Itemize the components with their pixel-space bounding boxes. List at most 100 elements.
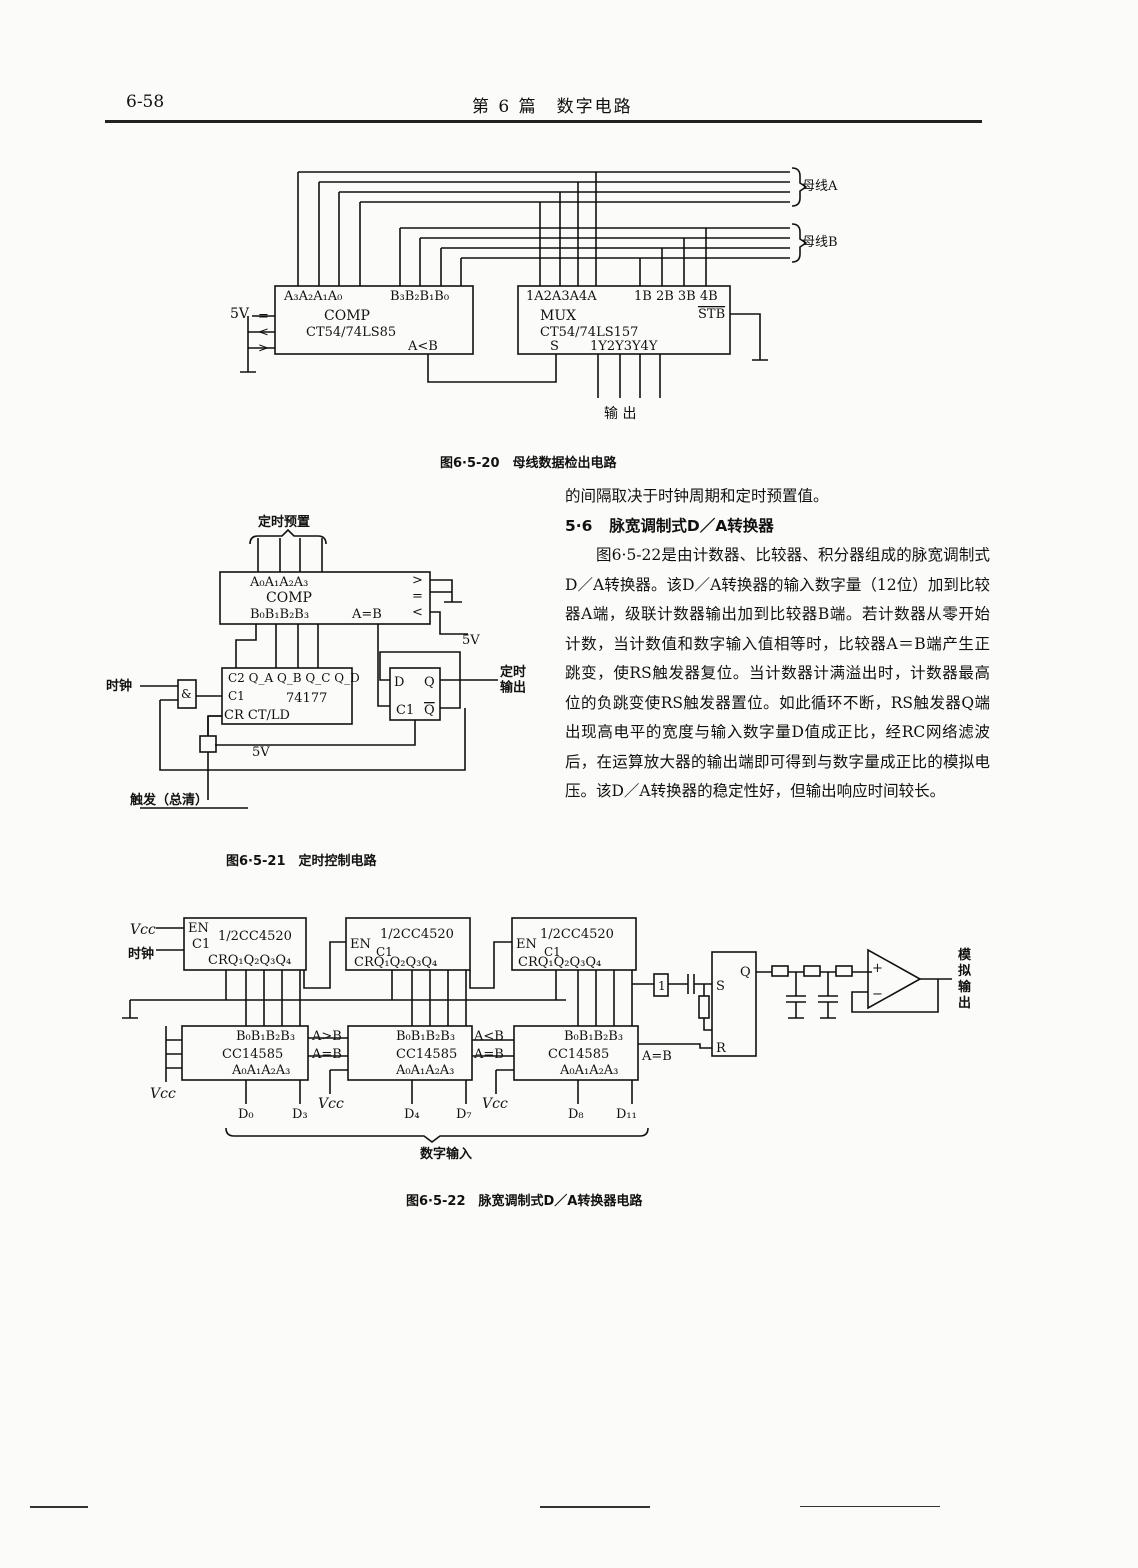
mux-name: MUX: [540, 308, 576, 324]
mux-ls157-box: [517, 285, 731, 355]
comp-output-label: A<B: [407, 339, 438, 354]
preset-label: 定时预置: [257, 514, 310, 530]
vcc-label-2: Vcc: [318, 1096, 344, 1112]
body-text: 的间隔取决于时钟周期和定时预置值。 5·6 脉宽调制式D／A转换器 图6·5-2…: [565, 482, 990, 807]
fig21-voltage-top: 5V: [462, 633, 480, 648]
comp-ls85-box: [274, 285, 474, 355]
counter-3-part: 1/2CC4520: [540, 927, 614, 942]
fig20-voltage-label: 5V: [230, 306, 250, 322]
mux-b-inputs: 1B 2B 3B 4B: [634, 289, 718, 304]
comparator-1-box: [181, 1025, 309, 1081]
rs-r-pin: R: [716, 1041, 727, 1056]
counter-1-c1: C1: [192, 937, 210, 952]
comparator-1-b: B₀B₁B₂B₃: [236, 1029, 295, 1044]
fig21-output-label: 定时输出: [499, 664, 526, 696]
counter-2-en: EN: [350, 937, 371, 952]
counter-2-box: [345, 917, 471, 971]
ff-qbar-pin: Q: [424, 703, 435, 718]
input-d8: D₈: [568, 1107, 584, 1122]
amp-minus: −: [872, 987, 883, 1002]
input-d11: D₁₁: [616, 1107, 637, 1122]
mux-select-pin: S: [550, 339, 559, 354]
bus-b-label: 母线B: [802, 235, 838, 250]
comp-part: CT54/74LS85: [306, 325, 396, 340]
figure-21-caption: 图6·5-21 定时控制电路: [226, 854, 377, 869]
counter-1-outputs: CRQ₁Q₂Q₃Q₄: [208, 953, 291, 968]
fig21-comp-b-inputs: B₀B₁B₂B₃: [250, 607, 309, 622]
ff-c1-pin: C1: [396, 703, 414, 718]
buffer-box: [653, 973, 669, 997]
comparator-1-gt: A>B: [311, 1029, 342, 1044]
footer-mark-center: [540, 1506, 650, 1508]
figure-20-caption: 图6·5-20 母线数据检出电路: [440, 456, 617, 471]
counter-part: 74177: [286, 691, 327, 706]
comparator-3-part: CC14585: [548, 1047, 609, 1062]
footer-mark-right: [800, 1506, 940, 1507]
fig21-comp-name: COMP: [266, 590, 312, 606]
comparator-1-a: A₀A₁A₂A₃: [231, 1063, 290, 1078]
bus-a-label: 母线A: [802, 179, 838, 194]
buffer-symbol: 1: [658, 979, 666, 993]
analog-output-label: 模拟输出: [958, 948, 972, 1011]
comp-eq-pin: =: [258, 309, 269, 324]
input-d4: D₄: [404, 1107, 420, 1122]
page-header-title: 第 6 篇 数字电路: [472, 97, 633, 117]
ff-q-pin: Q: [424, 675, 435, 690]
header-rule: [105, 120, 982, 123]
and-gate-box: [177, 679, 197, 709]
mux-a-inputs: 1A2A3A4A: [526, 289, 597, 304]
counter-3-box: [511, 917, 637, 971]
counter-2-part: 1/2CC4520: [380, 927, 454, 942]
fig21-clock-label: 时钟: [106, 678, 132, 694]
comp-lt-pin: <: [258, 325, 269, 340]
fig22-clock-label: 时钟: [128, 946, 154, 962]
fig21-comp-gt-pin: >: [412, 573, 423, 588]
counter-top-pins: C2 Q_A Q_B Q_C Q_D: [228, 671, 360, 685]
continued-line: 的间隔取决于时钟周期和定时预置值。: [565, 487, 829, 505]
comparator-3-eq-out: A=B: [641, 1049, 672, 1064]
page-number: 6-58: [126, 92, 165, 112]
counter-3-c1: C1: [544, 945, 561, 959]
fig21-comp-eq-pin: =: [412, 589, 423, 604]
rc-resistor-3: [835, 965, 853, 977]
fig21-comp-box: [219, 571, 431, 625]
counter-2-c1: C1: [376, 945, 393, 959]
trigger-label: 触发（总清）: [129, 792, 208, 808]
counter-3-outputs: CRQ₁Q₂Q₃Q₄: [518, 955, 601, 970]
counter-1-box: [183, 917, 307, 971]
fig22-vcc-label: Vcc: [130, 922, 156, 938]
counter-2-outputs: CRQ₁Q₂Q₃Q₄: [354, 955, 437, 970]
op-amp-triangle: [867, 948, 922, 1010]
vcc-label-3: Vcc: [482, 1096, 508, 1112]
figure-20-diagram: [240, 167, 808, 398]
rs-flipflop-box: [711, 951, 757, 1057]
comp-name: COMP: [324, 308, 370, 324]
section-paragraph: 图6·5-22是由计数器、比较器、积分器组成的脉宽调制式D／A转换器。该D／A转…: [565, 546, 990, 800]
rs-s-pin: S: [716, 979, 725, 994]
input-d3: D₃: [292, 1107, 308, 1122]
comparator-3-b: B₀B₁B₂B₃: [564, 1029, 623, 1044]
rs-q-pin: Q: [740, 965, 751, 980]
mux-outputs: 1Y2Y3Y4Y: [590, 339, 658, 354]
fig21-comp-lt-pin: <: [412, 605, 423, 620]
figure-22-caption: 图6·5-22 脉宽调制式D／A转换器电路: [406, 1194, 643, 1209]
trigger-buffer-box: [199, 735, 217, 753]
input-d0: D₀: [238, 1107, 254, 1122]
fig20-output-label: 输 出: [604, 406, 636, 422]
comparator-3-a: A₀A₁A₂A₃: [559, 1063, 618, 1078]
input-d7: D₇: [456, 1107, 472, 1122]
counter-3-en: EN: [516, 937, 537, 952]
footer-mark-left: [30, 1506, 88, 1508]
and-gate-symbol: &: [181, 687, 192, 701]
figure-22-diagram: [122, 917, 952, 1143]
figure-21-diagram: [140, 528, 498, 809]
comparator-2-a: A₀A₁A₂A₃: [395, 1063, 454, 1078]
rs-resistor: [698, 995, 710, 1019]
comparator-2-lt: A<B: [473, 1029, 504, 1044]
mux-strobe-pin: STB: [698, 307, 725, 322]
comparator-2-b: B₀B₁B₂B₃: [396, 1029, 455, 1044]
fig21-voltage-bottom: 5V: [252, 745, 270, 760]
comp-gt-pin: >: [258, 341, 269, 356]
counter-1-part: 1/2CC4520: [218, 929, 292, 944]
comparator-3-box: [513, 1025, 639, 1081]
